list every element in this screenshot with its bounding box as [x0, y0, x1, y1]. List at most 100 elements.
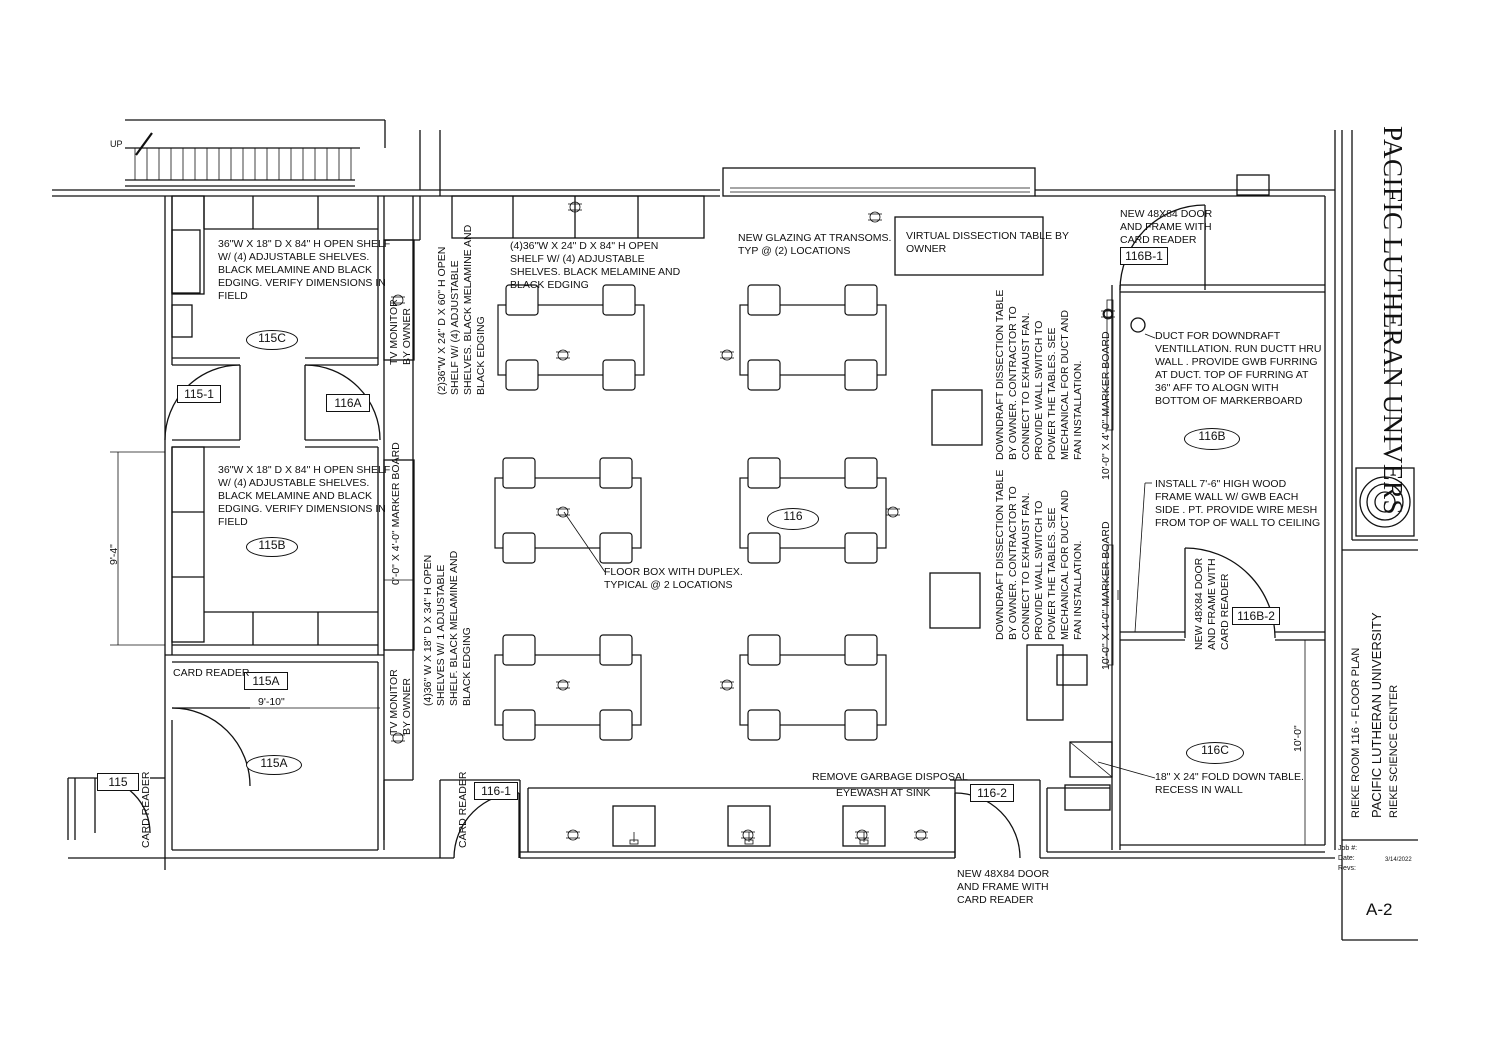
outlet-symbol [741, 829, 755, 841]
outlet-symbol [1101, 308, 1115, 320]
revs-label: Revs: [1338, 865, 1356, 872]
door-tag-115a: 115A [244, 672, 288, 690]
note-tv-monitor-1: TV MONITOR BY OWNER [388, 299, 413, 365]
door-tag-115: 115 [97, 773, 139, 791]
door-tag-115-1: 115-1 [177, 385, 221, 403]
building-name: RIEKE SCIENCE CENTER [1388, 684, 1400, 818]
room-tag-115a: 115A [246, 755, 302, 775]
stool [844, 709, 878, 741]
note-card-reader-115: CARD READER [140, 771, 152, 848]
outlet-symbol [868, 211, 882, 223]
stool [602, 284, 636, 316]
outlet-symbol [556, 349, 570, 361]
note-downdraft-2: DOWNDRAFT DISSECTION TABLE BY OWNER. CON… [994, 469, 1084, 640]
stool [505, 284, 539, 316]
outlet-symbol [556, 679, 570, 691]
leader-lines [563, 333, 1156, 779]
note-door-116b-1: NEW 48X84 DOOR AND FRAME WITH CARD READE… [1120, 208, 1213, 246]
stool [505, 359, 539, 391]
note-shelf-2-36: (2)36"w x 24" d X 60" H OPEN SHELF w/ (4… [436, 224, 487, 395]
outlets [391, 201, 1115, 845]
note-eyewash: EYEWASH AT SINK [836, 787, 931, 799]
university-wordmark: PACIFIC LUTHERAN UNIVERS [1378, 126, 1408, 516]
title-block [1341, 130, 1418, 941]
stool [747, 634, 781, 666]
note-door-116b-2: NEW 48X84 DOOR AND FRAME WITH CARD READE… [1193, 557, 1231, 650]
drawing-title: RIEKE ROOM 116 - FLOOR PLAN [1350, 647, 1362, 818]
room-tag-116b: 116B [1184, 428, 1240, 450]
note-duct: DUCT FOR DOWNDRAFT VENTILLATION. RUN DUC… [1155, 330, 1322, 407]
door-tag-116-2: 116-2 [970, 784, 1014, 802]
stool [602, 359, 636, 391]
note-marker-116b-1: 10'-0" X 4'-0" MARKER BOARD [1100, 331, 1112, 480]
job-label: Job #: [1338, 845, 1358, 852]
stool [747, 532, 781, 564]
note-shelf-115b: 36"w x 18" d X 84" H OPEN SHELF w/ (4) A… [218, 464, 391, 528]
dim-10-0: 10'-0" [1292, 725, 1304, 752]
stool [502, 709, 536, 741]
stool [747, 359, 781, 391]
outlet-symbol [556, 506, 570, 518]
outlet-symbol [720, 679, 734, 691]
note-card-reader-115a: CARD READER [173, 667, 250, 679]
stool [747, 284, 781, 316]
note-marker-115b: 0'-0" X 4'-0" MARKER BOARD [390, 442, 402, 585]
room-tag-115c: 115C [246, 330, 298, 350]
stool [844, 284, 878, 316]
date-label: Date: [1338, 855, 1355, 862]
note-glazing: NEW GLAZING AT TRANSOMS. TYP @ (2) LOCAT… [738, 232, 892, 257]
room-tag-115b: 115B [246, 537, 298, 557]
stair [125, 119, 386, 187]
stair-up-label: UP [110, 139, 123, 149]
stool [844, 457, 878, 489]
outlet-symbol [391, 732, 405, 744]
room-tag-116c: 116C [1186, 742, 1244, 764]
note-tv-monitor-2: TV MONITOR BY OWNER [388, 669, 413, 735]
dim-9-10: 9'-10" [258, 696, 285, 708]
date-value: 3/14/2022 [1385, 857, 1412, 863]
stool [599, 709, 633, 741]
stool [502, 634, 536, 666]
stool [599, 532, 633, 564]
door-tag-116b-2: 116B-2 [1232, 607, 1280, 625]
note-fold-table: 18" X 24" FOLD DOWN TABLE. RECESS IN WAL… [1155, 771, 1304, 796]
stool [844, 359, 878, 391]
note-door-116-2: NEW 48X84 DOOR AND FRAME WITH CARD READE… [957, 868, 1050, 906]
door-tag-116b-1: 116B-1 [1120, 247, 1168, 265]
note-shelf-115c: 36"w x 18" d X 84" H OPEN SHELF w/ (4) A… [218, 238, 391, 302]
stool [599, 457, 633, 489]
note-shelf-north: (4)36"w x 24" d X 84" H OPEN SHELF w/ (4… [510, 240, 681, 291]
outlet-symbol [886, 506, 900, 518]
note-marker-116b-2: 10'-0" X 4'-0" MARKER BOARD [1100, 521, 1112, 670]
project-name: PACIFIC LUTHERAN UNIVERSITY [1369, 612, 1384, 818]
sink-counter [612, 805, 886, 847]
note-wall: INSTALL 7'-6" HIGH WOOD FRAME WALL W/ GW… [1155, 478, 1321, 529]
note-card-reader-116-1: CARD READER [457, 771, 469, 848]
dim-9-4: 9'-4" [108, 544, 120, 565]
stool [747, 709, 781, 741]
note-floor-box: FLOOR BOX WITH DUPLEX. TYPICAL @ 2 LOCAT… [604, 566, 743, 591]
outlet-symbol [720, 349, 734, 361]
casework [171, 195, 1114, 721]
faucet-symbol [629, 832, 639, 845]
stool [502, 532, 536, 564]
faucet-symbol [859, 832, 869, 845]
stool [599, 634, 633, 666]
sheet-number: A-2 [1366, 900, 1393, 919]
stool [747, 457, 781, 489]
door-tag-116a: 116A [326, 394, 370, 412]
outlet-symbol [855, 829, 869, 841]
door-tag-116-1: 116-1 [474, 782, 518, 800]
stool [844, 532, 878, 564]
room-tag-116: 116 [767, 508, 819, 530]
note-downdraft-1: DOWNDRAFT DISSECTION TABLE BY OWNER. CON… [994, 289, 1084, 460]
lab-tables [494, 284, 887, 741]
note-garbage: REMOVE GARBAGE DISPOSAL [812, 771, 968, 783]
faucet-symbol [744, 832, 754, 845]
outlet-symbol [914, 829, 928, 841]
stool [502, 457, 536, 489]
note-shelf-4-34: (4)36" w x 18" d X 34" h OPEN SHELVES W/… [422, 550, 473, 706]
note-virtual-table: VIRTUAL DISSECTION TABLE BY OWNER [906, 230, 1069, 255]
dimension-lines [110, 451, 1312, 846]
